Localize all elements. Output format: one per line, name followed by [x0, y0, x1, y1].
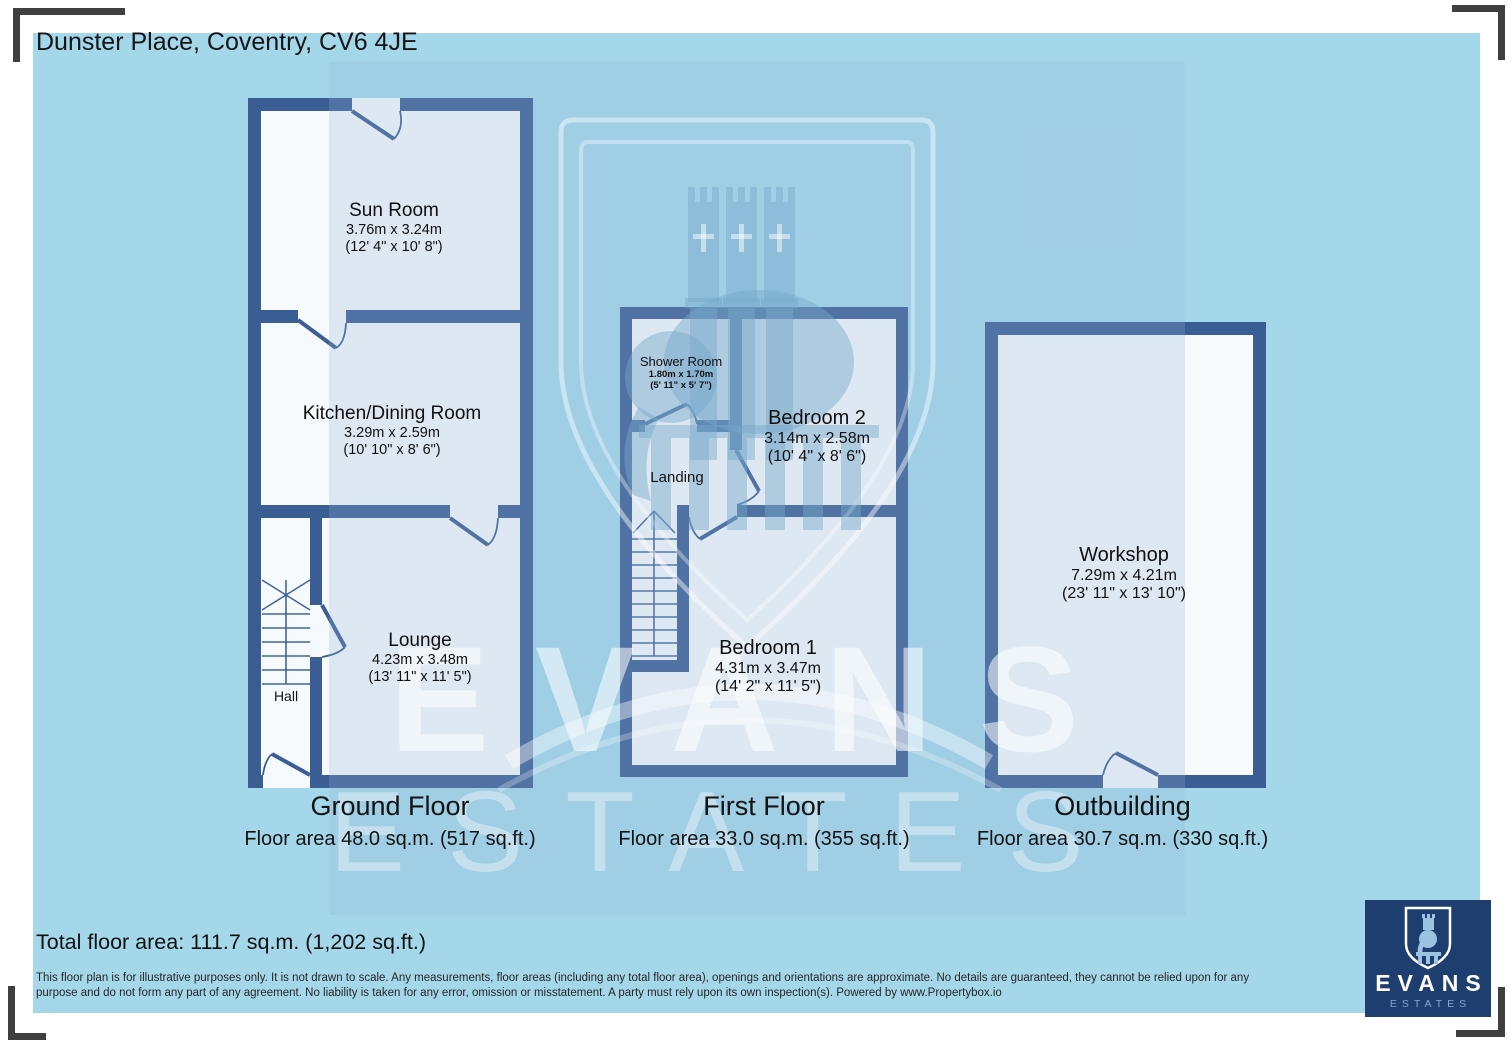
lounge-door — [448, 516, 499, 547]
staircase — [261, 579, 311, 685]
corner-mark-bottom-right-arm — [1456, 1030, 1505, 1037]
wall-segment — [620, 307, 632, 777]
wall-segment — [1253, 322, 1266, 788]
wall-segment — [896, 307, 908, 777]
wall-segment — [985, 322, 998, 788]
workshop-door — [1102, 751, 1159, 777]
corner-mark-top-right — [1452, 5, 1505, 12]
first-floor-doors-stairs — [632, 402, 761, 657]
wall-segment — [737, 505, 896, 517]
wall-segment — [730, 319, 742, 450]
page-title: Dunster Place, Coventry, CV6 4JE — [36, 28, 418, 56]
ground-floor-doors-stairs — [261, 109, 499, 777]
corner-mark-bottom-right — [1498, 987, 1505, 1037]
wall-segment — [261, 310, 298, 323]
wall-segment — [310, 775, 533, 788]
wall-segment — [310, 518, 322, 605]
disclaimer-text: This floor plan is for illustrative purp… — [36, 972, 1250, 999]
wall-segment — [985, 322, 1266, 335]
corner-mark-top-left-arm — [13, 8, 20, 62]
staircase — [632, 510, 677, 657]
bedroom1-door — [688, 515, 739, 541]
logo-sub-text: ESTATES — [1389, 998, 1472, 1010]
logo-brand-text: EVANS — [1375, 970, 1488, 996]
room-label-lounge: Lounge 4.23m x 3.48m (13' 11" x 11' 5") — [368, 630, 472, 685]
wall-segment — [261, 505, 450, 518]
sunroom-door — [350, 109, 403, 141]
bedroom2-door — [734, 449, 761, 506]
total-floor-area: Total floor area: 111.7 sq.m. (1,202 sq.… — [36, 930, 426, 954]
wall-segment — [620, 765, 908, 777]
outbuilding-plan: Workshop 7.29m x 4.21m (23' 11" x 13' 10… — [985, 322, 1266, 788]
wall-segment — [632, 660, 689, 672]
corner-mark-top-left — [13, 8, 125, 15]
wall-segment — [677, 505, 689, 672]
outbuilding-interior — [985, 322, 1266, 788]
wall-segment — [346, 310, 520, 323]
room-label-workshop: Workshop 7.29m x 4.21m (23' 11" x 13' 10… — [1062, 544, 1186, 603]
wall-segment — [310, 657, 322, 775]
wall-segment — [985, 775, 1103, 788]
first-floor-interior — [620, 307, 908, 777]
wall-segment — [620, 307, 908, 319]
ground-floor-interior — [248, 98, 533, 788]
room-label-hall: Hall — [273, 688, 299, 704]
room-label-landing: Landing — [650, 469, 704, 486]
outbuilding-doors — [1102, 751, 1159, 777]
room-label-bedroom1: Bedroom 1 4.31m x 3.47m (14' 2" x 11' 5"… — [714, 637, 822, 696]
entrance-door — [262, 752, 311, 777]
hall-lounge-door — [320, 604, 347, 658]
corner-mark-bottom-left-arm — [8, 1033, 46, 1040]
first-floor-title: First Floor Floor area 33.0 sq.m. (355 s… — [618, 791, 910, 850]
wall-segment — [1158, 775, 1266, 788]
corner-mark-top-right-arm — [1498, 5, 1505, 60]
shower-room-door — [644, 402, 698, 426]
evans-estates-logo: EVANS ESTATES — [1365, 900, 1491, 1017]
room-label-sun-room: Sun Room 3.76m x 3.24m (12' 4" x 10' 8") — [345, 200, 443, 255]
outbuilding-title: Outbuilding Floor area 30.7 sq.m. (330 s… — [976, 791, 1269, 850]
ground-floor-title: Ground Floor Floor area 48.0 sq.m. (517 … — [244, 791, 536, 850]
kitchen-door — [296, 318, 347, 350]
room-label-bedroom2: Bedroom 2 3.14m x 2.58m (10' 4" x 8' 6") — [764, 407, 870, 466]
wall-segment — [520, 98, 533, 788]
first-floor-plan: Shower Room 1.80m x 1.70m (5' 11" x 5' 7… — [620, 307, 908, 777]
wall-segment — [498, 505, 520, 518]
evans-shield-icon — [1404, 906, 1452, 970]
wall-segment — [248, 98, 261, 788]
ground-floor-plan: Sun Room 3.76m x 3.24m (12' 4" x 10' 8")… — [248, 98, 533, 788]
wall-segment — [248, 98, 352, 111]
corner-mark-bottom-left — [8, 986, 15, 1040]
wall-segment — [632, 420, 645, 432]
room-label-kitchen: Kitchen/Dining Room 3.29m x 2.59m (10' 1… — [302, 403, 482, 458]
wall-segment — [400, 98, 533, 111]
room-label-shower-room: Shower Room 1.80m x 1.70m (5' 11" x 5' 7… — [639, 354, 723, 391]
